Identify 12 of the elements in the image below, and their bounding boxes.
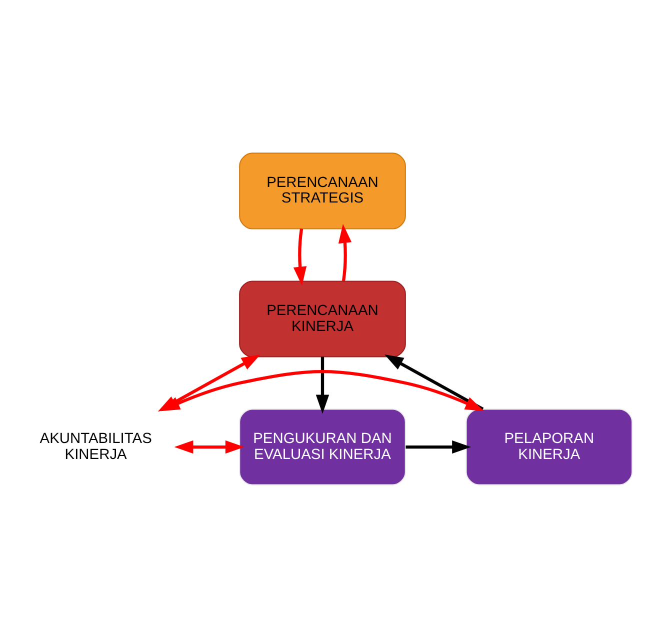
arrow bbox=[174, 440, 244, 454]
node-box: PERENCANAAN KINERJA bbox=[239, 280, 406, 357]
arrow bbox=[293, 228, 307, 286]
arrow bbox=[338, 224, 352, 281]
arrow bbox=[316, 356, 330, 414]
arrow bbox=[384, 354, 484, 410]
node-box: PERENCANAAN STRATEGIS bbox=[239, 152, 406, 229]
node-box: PENGUKURAN DAN EVALUASI KINERJA bbox=[239, 408, 406, 485]
node-box: PELAPORAN KINERJA bbox=[466, 408, 633, 485]
arrow bbox=[160, 370, 484, 411]
arrow bbox=[406, 440, 472, 454]
node-text: AKUNTABILITAS KINERJA bbox=[40, 430, 152, 462]
